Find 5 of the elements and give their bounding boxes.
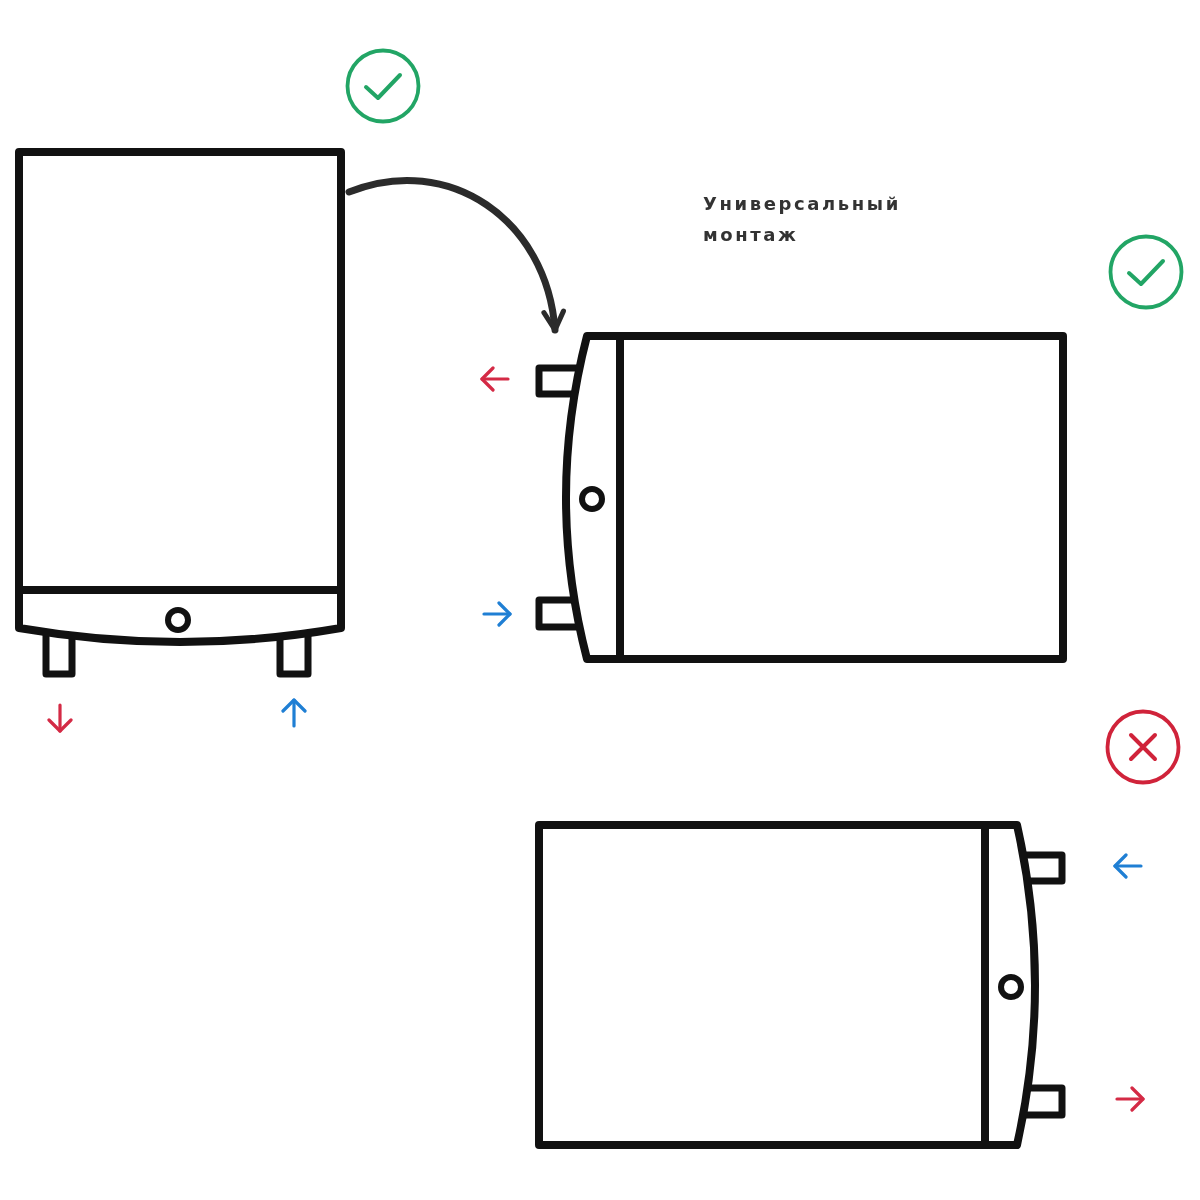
- water-heater-drawing: [14, 147, 347, 680]
- annotation-text: Универсальный монтаж: [703, 192, 902, 247]
- water-heater-drawing: [535, 821, 1068, 1150]
- curved-arrow: [345, 177, 565, 334]
- water-heater-drawing: [535, 332, 1068, 664]
